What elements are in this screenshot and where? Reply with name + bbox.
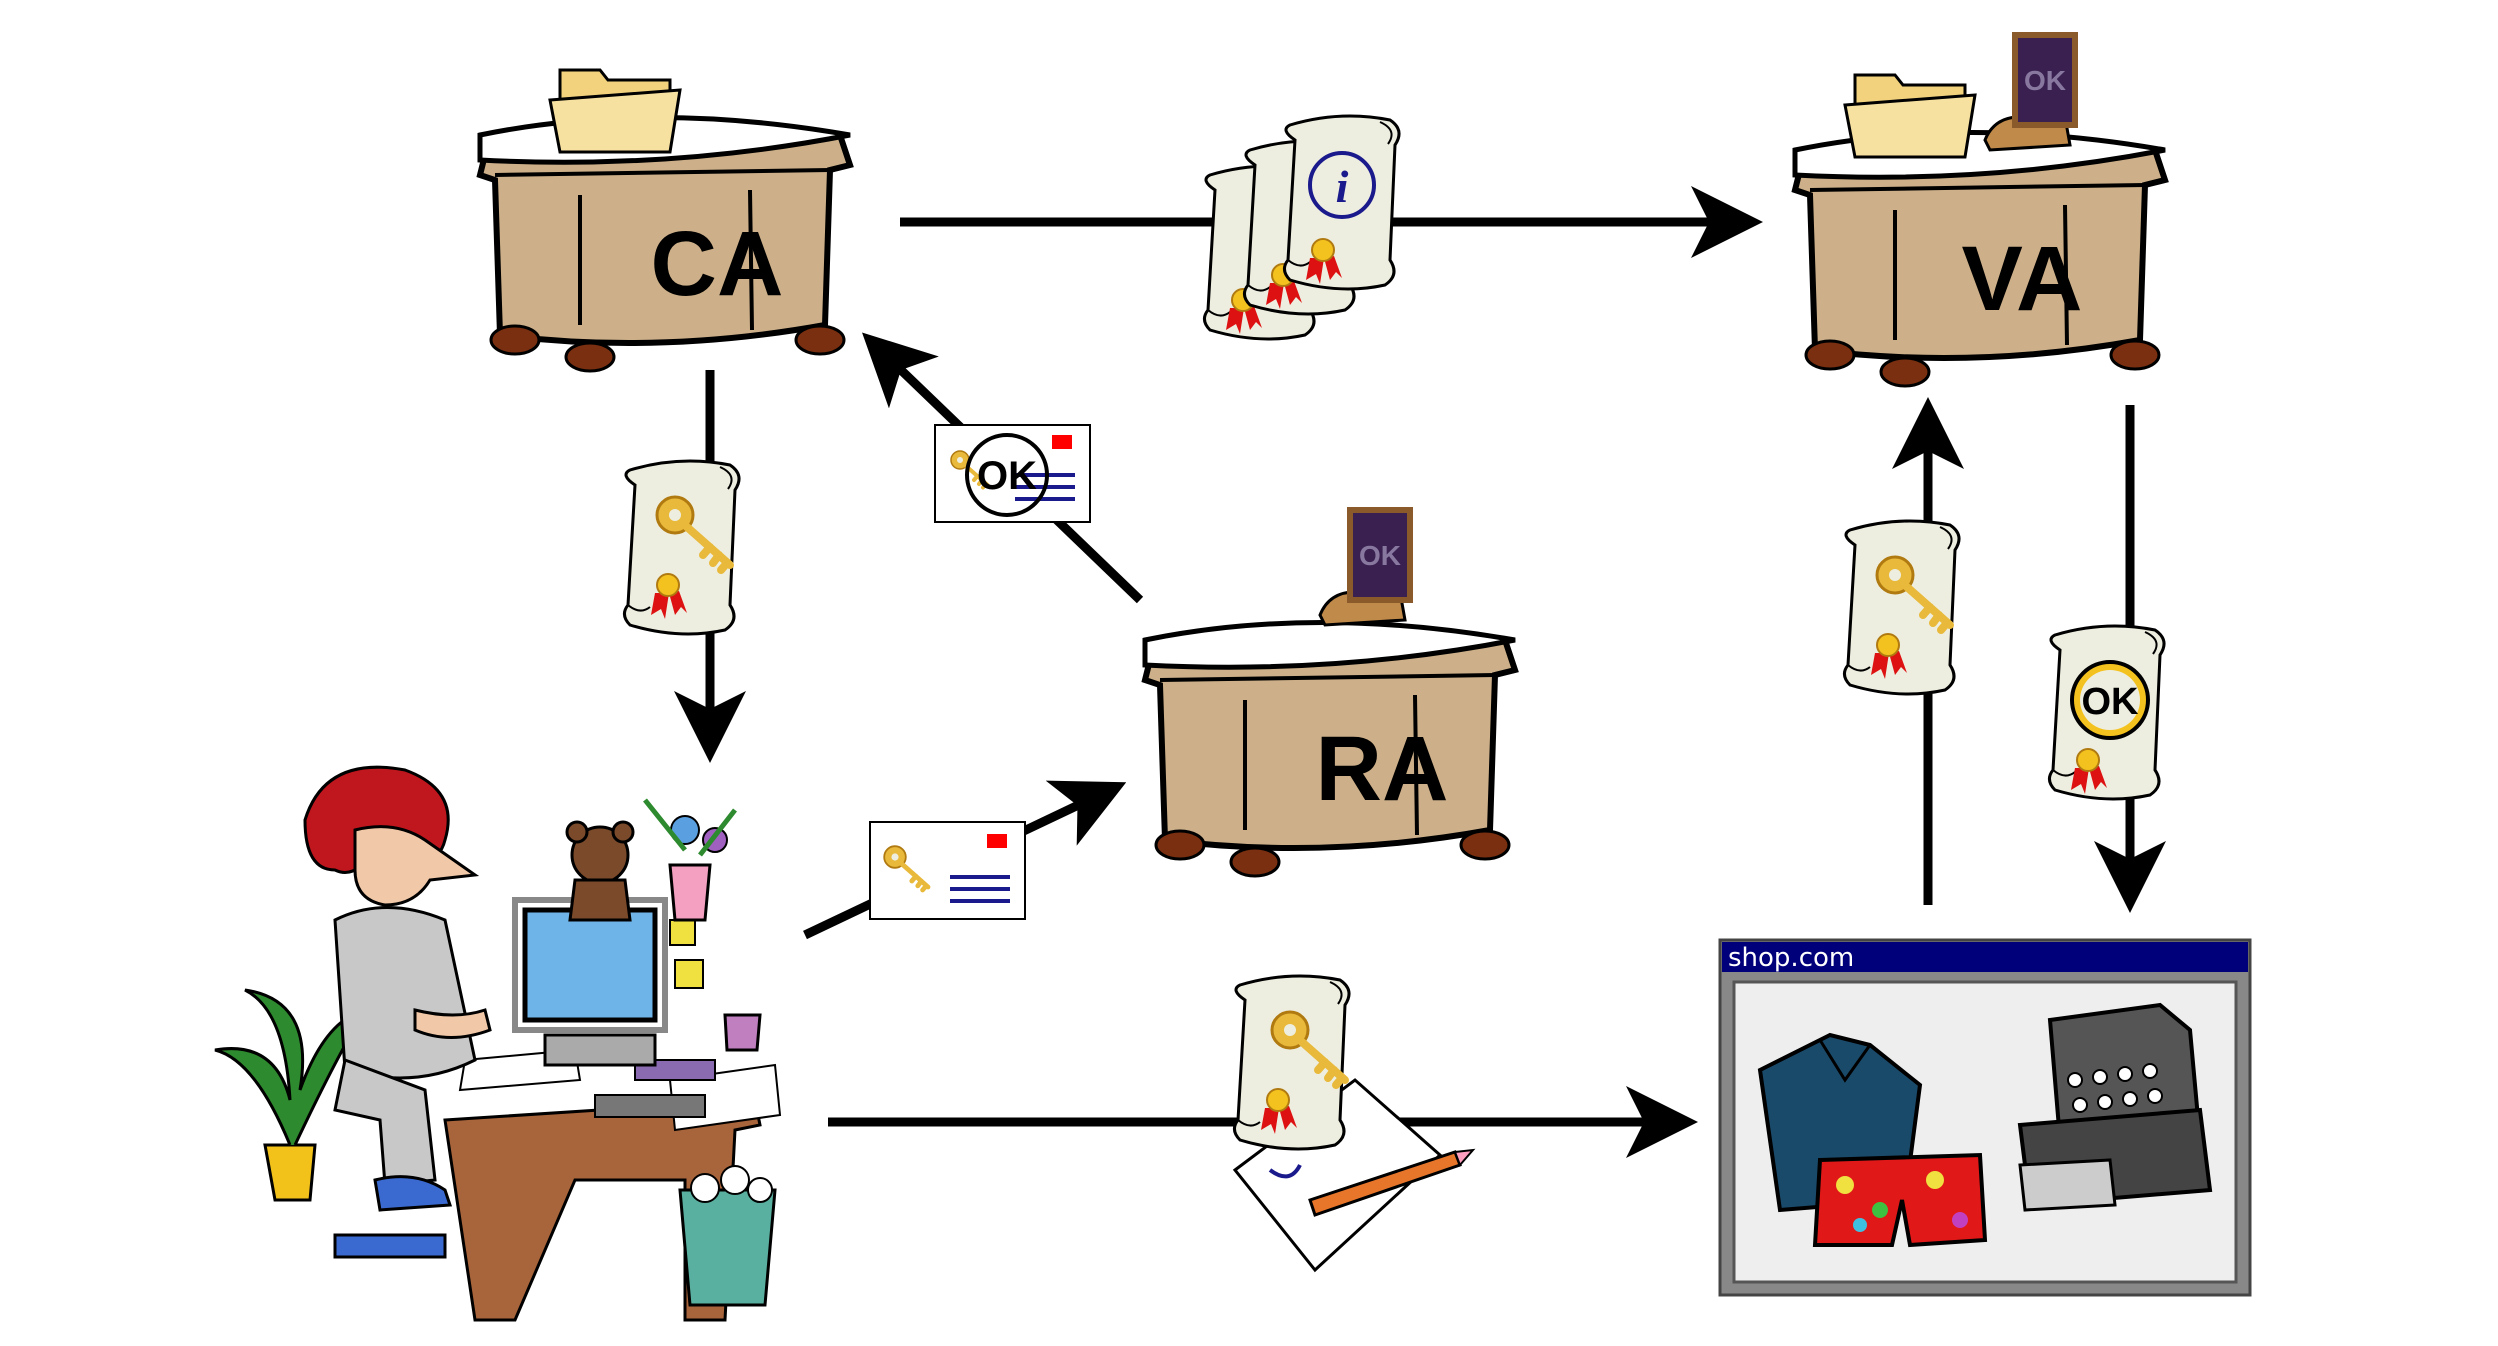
svg-text:i: i [1336,161,1349,212]
woman-character [303,765,492,1212]
shorts-icon [1812,1152,1988,1248]
certificate-icon [1842,519,1961,696]
va-label: VA [1962,228,2083,330]
ra-stamp-text: OK [1359,540,1401,571]
folder-icon [1843,73,1977,159]
va-desk: OK VA [1795,32,2165,386]
ca-desk: CA [480,68,850,371]
computer-icon [512,897,706,1118]
va-stamp-text: OK [2024,65,2066,96]
ok-stamp-text: OK [977,454,1037,498]
folder-icon [548,68,682,154]
ra-label: RA [1316,718,1449,820]
ok-stamp-icon: OK [1318,507,1413,627]
approved-request-card-icon: OK [934,424,1091,523]
shop-window: shop.com [1718,938,2252,1297]
signed-document-icon [1232,974,1476,1273]
validation-response-icon: OK [2047,624,2166,801]
ca-label: CA [651,213,784,315]
teddy-bear-icon [565,820,635,922]
user-at-computer-illustration [214,765,782,1322]
waste-bin-icon [678,1165,777,1307]
shop-window-titlebar [1722,942,2248,972]
ok-response-text: OK [2082,681,2140,723]
ra-desk: OK RA [1145,507,1515,876]
cash-register-icon [2017,1002,2213,1212]
certificate-stack-icon: i [1202,114,1401,341]
ok-stamp-icon: OK [1983,32,2078,152]
request-card-icon [869,821,1026,920]
flower-vase-icon [643,798,737,922]
shop-window-title: shop.com [1728,943,1854,973]
certificate-icon [622,459,741,636]
